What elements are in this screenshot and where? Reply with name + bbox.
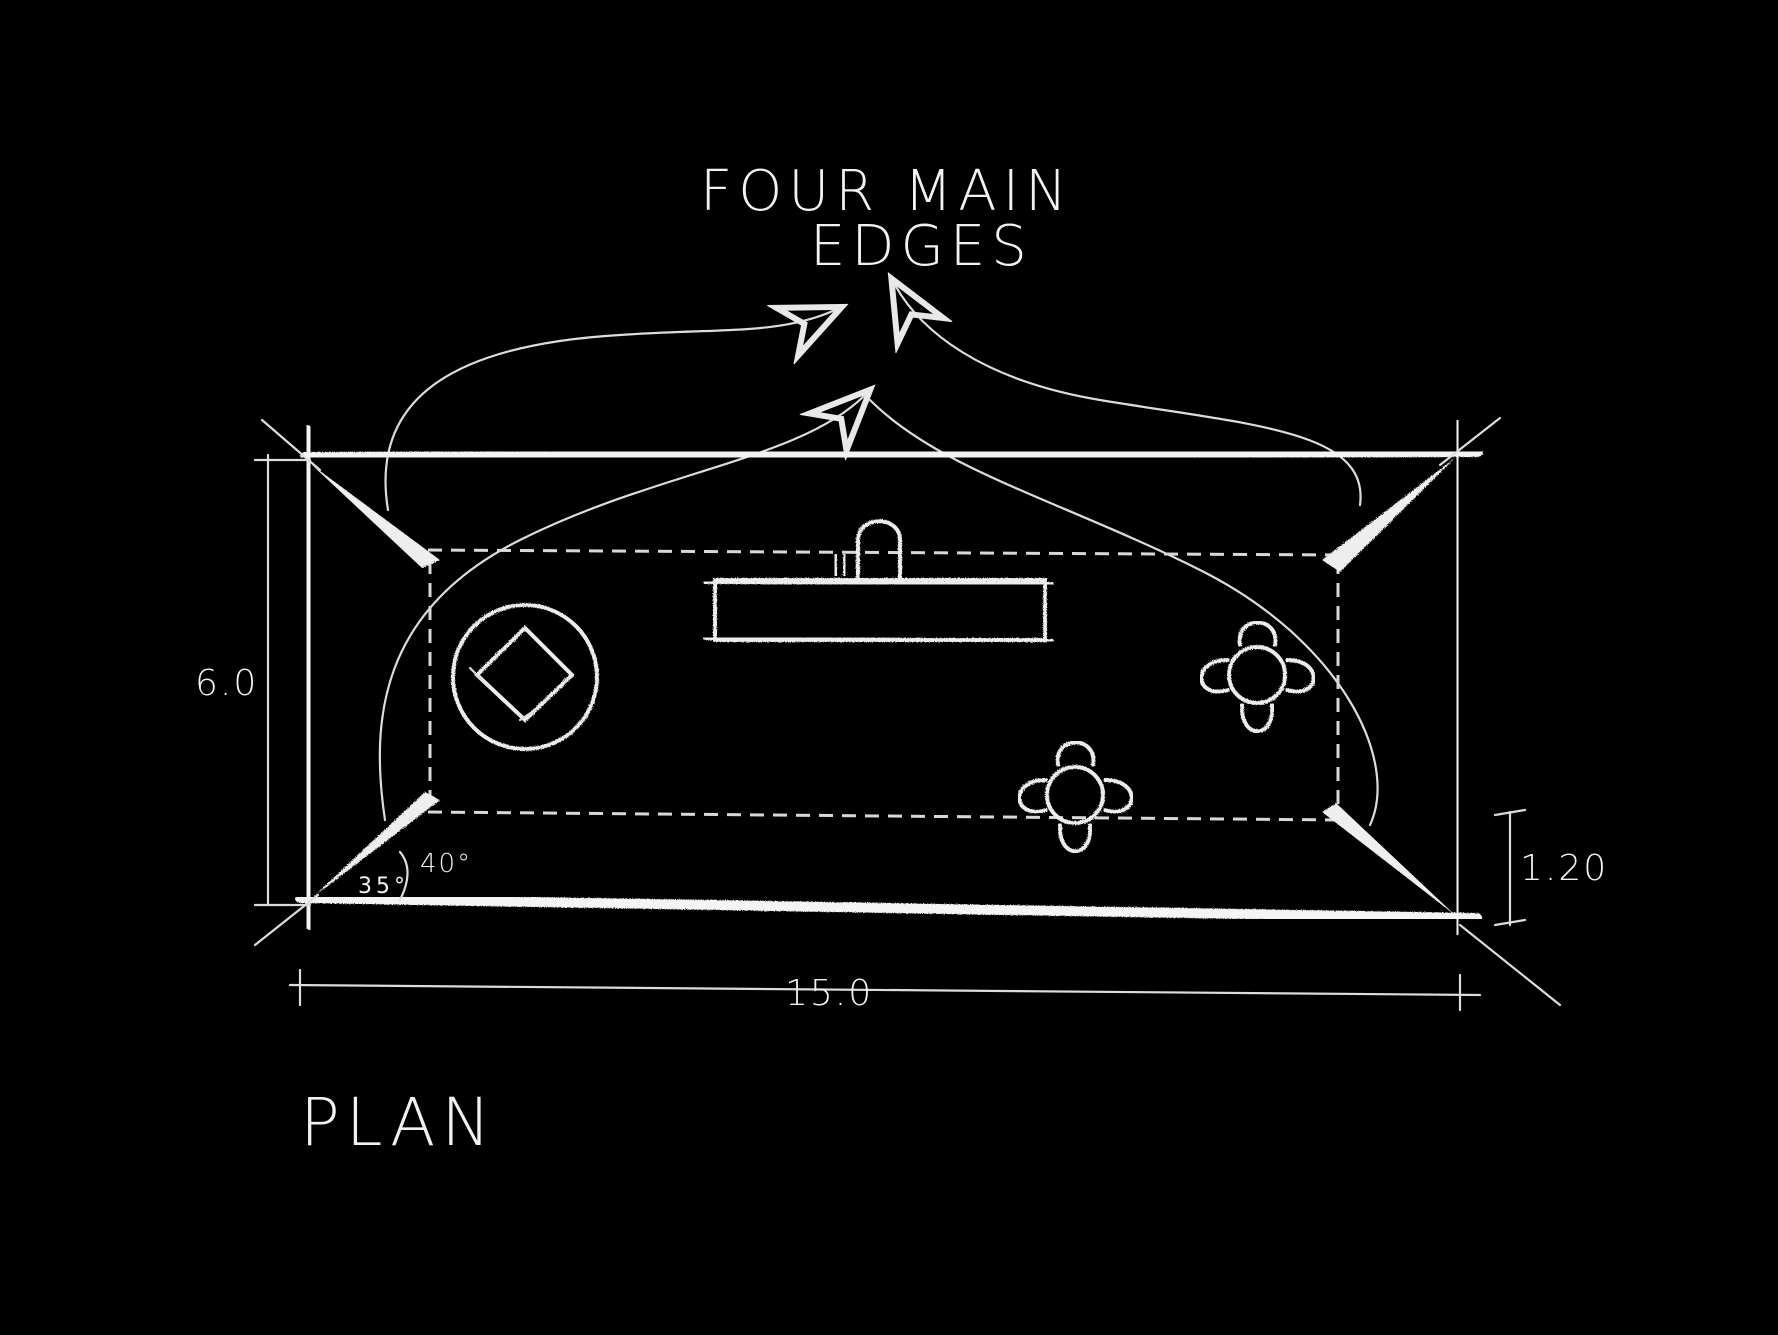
angle-label-outer: 40° bbox=[420, 849, 472, 879]
dimension-edge-depth-label: 1.20 bbox=[1520, 848, 1608, 889]
arrow-curve-top-left bbox=[384, 310, 835, 512]
round-table-diamond bbox=[451, 603, 599, 751]
dimension-width: 15.0 bbox=[288, 968, 1482, 1014]
dimension-edge-depth: 1.20 bbox=[1493, 808, 1608, 927]
dimension-width-label: 15.0 bbox=[785, 973, 873, 1014]
chair bbox=[856, 519, 902, 580]
plan-label: PLAN bbox=[300, 1084, 497, 1161]
title-line-2: EDGES bbox=[810, 214, 1033, 279]
inner-rectangle bbox=[427, 548, 1341, 822]
round-table-chairs-right bbox=[1199, 620, 1316, 734]
dimension-height-label: 6.0 bbox=[195, 663, 258, 704]
arrow-curve-bottom-right bbox=[868, 398, 1379, 827]
corner-wedges bbox=[312, 458, 1455, 915]
outer-rectangle bbox=[295, 420, 1483, 935]
dimension-height: 6.0 bbox=[195, 453, 270, 907]
arrow-curve-bottom-left bbox=[378, 395, 865, 822]
title-line-1: FOUR MAIN bbox=[700, 159, 1073, 224]
round-table-chairs-center bbox=[1017, 740, 1134, 854]
corner-extensions bbox=[253, 416, 1562, 1007]
angle-arc bbox=[398, 850, 409, 902]
angle-label-inner: 35° bbox=[358, 874, 409, 899]
table bbox=[703, 519, 1054, 643]
arrow-curve-top-right bbox=[895, 285, 1362, 507]
